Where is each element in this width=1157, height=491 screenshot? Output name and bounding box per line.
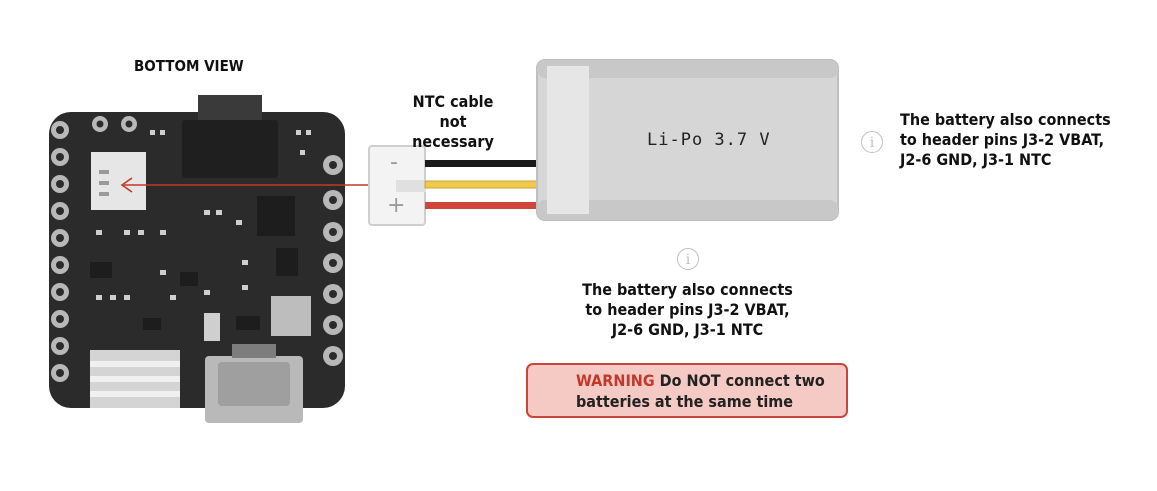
note-center-line2: to header pins J3-2 VBAT,	[585, 300, 790, 319]
board-view-label: BOTTOM VIEW	[134, 57, 244, 75]
battery-pack	[536, 59, 839, 221]
arrow-left-icon	[120, 177, 370, 193]
info-icon: i	[677, 248, 699, 270]
note-right-line2: to header pins J3-2 VBAT,	[900, 130, 1105, 149]
warning-text: WARNING Do NOT connect two batteries at …	[576, 370, 846, 412]
warning-keyword: WARNING	[576, 371, 655, 390]
warning-line2: batteries at the same time	[576, 392, 794, 411]
info-icon: i	[861, 131, 883, 153]
connector-minus: -	[390, 150, 398, 175]
connector-plus: +	[387, 193, 406, 218]
left-pads	[51, 121, 69, 382]
battery-wires	[424, 160, 538, 209]
note-center-line1: The battery also connects	[582, 280, 793, 299]
ntc-note: NTC cable not necessary	[400, 92, 506, 152]
board	[49, 95, 345, 423]
note-center: The battery also connects to header pins…	[560, 280, 815, 340]
note-right: The battery also connects to header pins…	[900, 110, 1140, 170]
note-center-line3: J2-6 GND, J3-1 NTC	[611, 320, 764, 339]
note-right-line3: J2-6 GND, J3-1 NTC	[900, 150, 1052, 169]
battery-label: Li-Po 3.7 V	[647, 130, 771, 150]
ntc-note-line1: NTC cable	[412, 92, 494, 111]
warning-box: WARNING Do NOT connect two batteries at …	[526, 363, 848, 418]
warning-line1: Do NOT connect two	[659, 371, 825, 390]
ntc-note-line2: not necessary	[412, 112, 494, 151]
note-right-line1: The battery also connects	[900, 110, 1111, 129]
